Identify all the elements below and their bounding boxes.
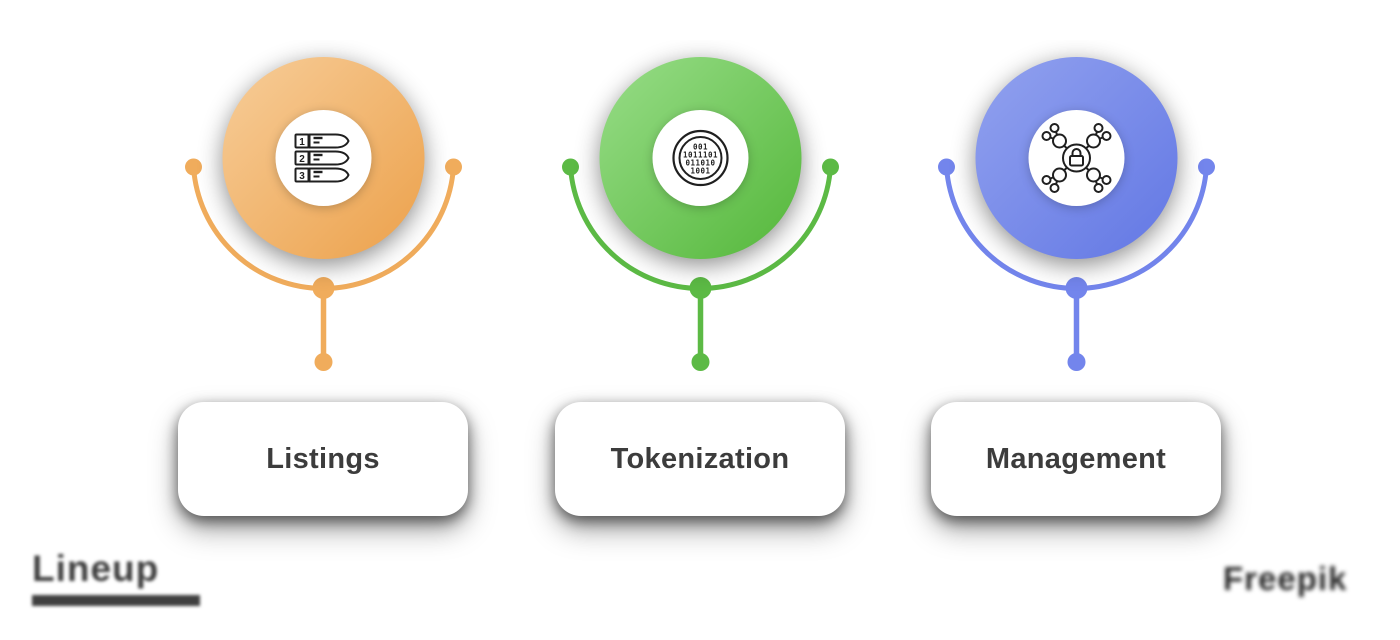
listings-inner-circle bbox=[275, 110, 371, 206]
binary-code-icon: 001 1011101 011010 1001 bbox=[671, 129, 729, 187]
attribution-watermark: Freepik bbox=[1223, 560, 1348, 597]
connector-left-dot bbox=[184, 158, 202, 176]
connector-end-dot bbox=[691, 353, 709, 371]
tokenization-label: Tokenization bbox=[610, 442, 790, 475]
column-listings: 1 2 3 Listings bbox=[135, 0, 512, 640]
connector-left-dot bbox=[937, 158, 955, 176]
svg-text:1011101: 1011101 bbox=[682, 151, 717, 160]
management-graphic bbox=[937, 57, 1215, 371]
connector bbox=[937, 158, 1215, 371]
padlock-shackle bbox=[1071, 148, 1081, 156]
svg-text:2: 2 bbox=[299, 154, 305, 165]
management-card: Management bbox=[931, 402, 1221, 516]
listings-graphic: 1 2 3 bbox=[184, 57, 462, 371]
brand-watermark-text: Lineup bbox=[32, 548, 160, 589]
connector-end-dot bbox=[314, 353, 332, 371]
connector bbox=[184, 158, 462, 371]
tokenization-card: Tokenization bbox=[555, 402, 845, 516]
listings-card: Listings bbox=[178, 402, 468, 516]
listings-label: Listings bbox=[266, 442, 380, 475]
svg-text:3: 3 bbox=[299, 171, 305, 182]
connector bbox=[561, 158, 839, 371]
network-lock-icon bbox=[1041, 123, 1111, 193]
padlock-body bbox=[1068, 155, 1084, 167]
tokenization-inner-circle bbox=[652, 110, 748, 206]
management-label: Management bbox=[985, 442, 1167, 475]
connector-end-dot bbox=[1067, 353, 1085, 371]
brand-watermark-underline bbox=[32, 595, 200, 606]
column-tokenization: 001 1011101 011010 1001 Tokenization bbox=[512, 0, 889, 640]
connector-right-dot bbox=[821, 158, 839, 176]
connector-junction-dot bbox=[1065, 277, 1087, 299]
connector-right-dot bbox=[444, 158, 462, 176]
brand-watermark-left: Lineup bbox=[32, 548, 200, 606]
svg-text:001: 001 bbox=[692, 143, 707, 152]
connector-left-dot bbox=[561, 158, 579, 176]
connector-junction-dot bbox=[689, 277, 711, 299]
connector-right-dot bbox=[1197, 158, 1215, 176]
ranked-list-icon: 1 2 3 bbox=[294, 133, 350, 183]
svg-text:1: 1 bbox=[299, 137, 305, 148]
svg-text:1001: 1001 bbox=[690, 167, 710, 176]
column-management: Management bbox=[888, 0, 1265, 640]
tokenization-graphic: 001 1011101 011010 1001 bbox=[561, 57, 839, 371]
connector-junction-dot bbox=[312, 277, 334, 299]
svg-text:011010: 011010 bbox=[685, 159, 715, 168]
